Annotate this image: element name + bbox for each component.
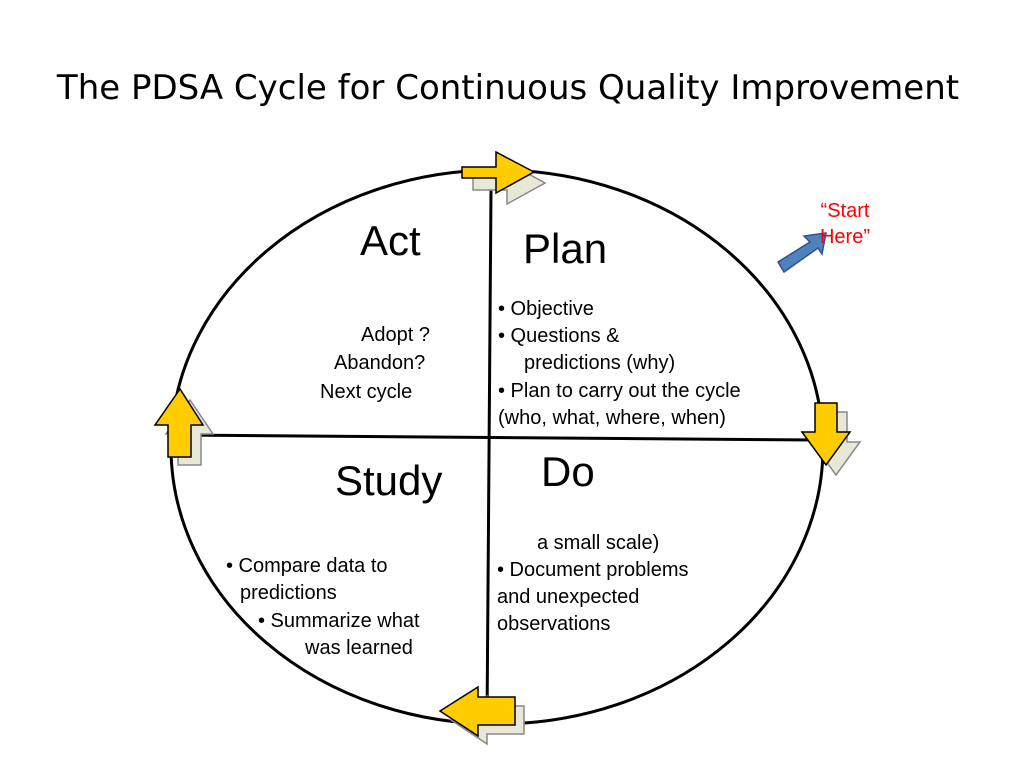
study-item-learned: was learned bbox=[305, 637, 413, 659]
do-title: Do bbox=[541, 448, 595, 495]
arrow-down-icon bbox=[800, 402, 862, 477]
do-item-unexpected: and unexpected bbox=[497, 586, 640, 608]
study-item-compare: • Compare data to bbox=[226, 555, 388, 577]
study-title: Study bbox=[335, 457, 443, 504]
act-title: Act bbox=[360, 217, 421, 264]
plan-title: Plan bbox=[523, 225, 608, 272]
arrow-left-icon bbox=[438, 685, 525, 746]
start-here-label: “Start Here” bbox=[800, 198, 890, 250]
arrow-right-icon bbox=[461, 150, 547, 206]
start-here-line2: Here” bbox=[819, 226, 870, 248]
plan-item-carry-out: • Plan to carry out the cycle bbox=[498, 380, 741, 402]
plan-item-predictions: predictions (why) bbox=[524, 352, 676, 374]
start-here-line1: “Start bbox=[820, 200, 870, 222]
do-item-observations: observations bbox=[497, 613, 611, 635]
act-item-abandon: Abandon? bbox=[334, 352, 426, 374]
do-item-small-scale: a small scale) bbox=[537, 532, 660, 554]
study-item-predictions: predictions bbox=[240, 582, 337, 604]
vertical-divider bbox=[485, 189, 493, 723]
act-item-adopt: Adopt ? bbox=[361, 324, 430, 346]
plan-item-who-what: (who, what, where, when) bbox=[498, 407, 726, 429]
slide-title: The PDSA Cycle for Continuous Quality Im… bbox=[56, 68, 960, 108]
plan-item-questions: • Questions & bbox=[498, 325, 620, 347]
cycle-ellipse bbox=[169, 168, 825, 726]
plan-item-objective: • Objective bbox=[498, 298, 594, 320]
arrow-up-icon bbox=[153, 387, 215, 466]
do-item-document: • Document problems bbox=[497, 559, 689, 581]
start-here-arrow-icon bbox=[776, 232, 827, 274]
act-item-next-cycle: Next cycle bbox=[320, 381, 413, 403]
study-item-summarize: • Summarize what bbox=[258, 610, 420, 632]
horizontal-divider bbox=[175, 433, 817, 442]
